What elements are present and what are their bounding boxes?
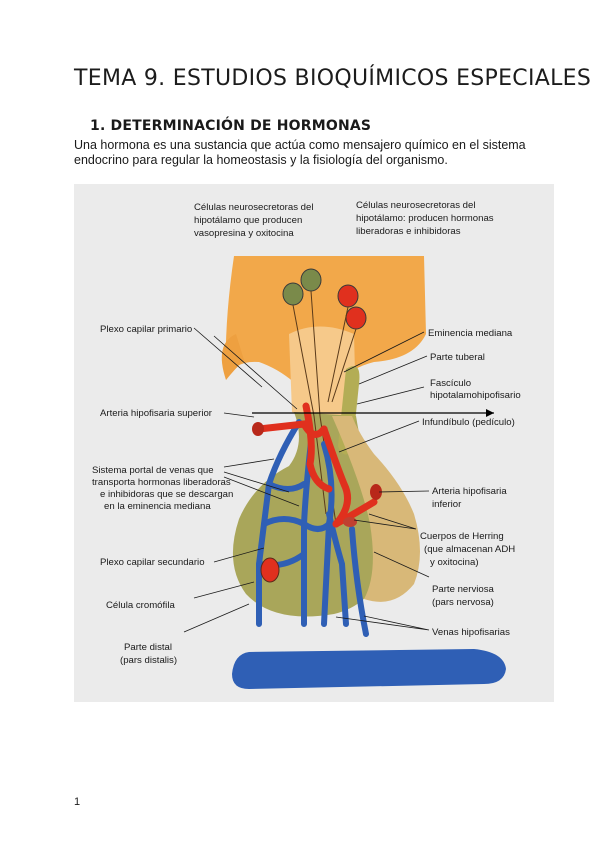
neuron-3: [337, 284, 359, 308]
label-arteria-inf-1: Arteria hipofisaria: [432, 486, 507, 497]
arrow-head: [486, 409, 494, 417]
label-arteria-inf-2: inferior: [432, 499, 462, 510]
label-herring-1: Cuerpos de Herring: [420, 531, 504, 542]
label-portal-1: Sistema portal de venas que: [92, 465, 214, 476]
neuron-2: [282, 282, 304, 306]
label-portal-2: transporta hormonas liberadoras: [92, 477, 231, 488]
section-heading: 1. DETERMINACIÓN DE HORMONAS: [90, 118, 372, 134]
label-distal-2: (pars distalis): [120, 655, 177, 666]
label-top-left-1: Células neurosecretoras del: [194, 202, 313, 213]
label-cromofila: Célula cromófila: [106, 600, 175, 611]
neuron-4: [345, 306, 367, 330]
label-portal-3: e inhibidoras que se descargan: [100, 489, 233, 500]
artery-inferior-end: [370, 484, 382, 500]
page-title: TEMA 9. ESTUDIOS BIOQUÍMICOS ESPECIALES: [74, 66, 592, 91]
paragraph-line-1: Una hormona es una sustancia que actúa c…: [74, 138, 526, 152]
label-herring-2: (que almacenan ADH: [424, 544, 515, 555]
label-plexo-secundario: Plexo capilar secundario: [100, 557, 205, 568]
axon-lines: [292, 290, 357, 525]
artery-superior-end: [252, 422, 264, 436]
label-arteria-sup: Arteria hipofisaria superior: [100, 408, 213, 419]
label-top-left-2: hipotálamo que producen: [194, 215, 302, 226]
hypophyseal-vein-main: [232, 649, 506, 689]
label-fasciculo-2: hipotalamohipofisario: [430, 390, 521, 401]
hypothalamus-left-lobe: [221, 334, 244, 380]
page-number: 1: [74, 796, 81, 808]
label-top-right-1: Células neurosecretoras del: [356, 200, 475, 211]
label-top-right-3: liberadoras e inhibidoras: [356, 226, 461, 237]
label-fasciculo-1: Fascículo: [430, 378, 471, 389]
chromophil-cell: [260, 557, 280, 583]
herring-bodies: [343, 517, 357, 527]
label-venas: Venas hipofisarias: [432, 627, 510, 638]
intro-paragraph: Una hormona es una sustancia que actúa c…: [74, 138, 534, 168]
label-herring-3: y oxitocina): [430, 557, 479, 568]
label-tuberal: Parte tuberal: [430, 352, 485, 363]
paragraph-line-2: endocrino para regular la homeostasis y …: [74, 153, 448, 167]
neuron-1: [300, 268, 322, 292]
pituitary-diagram: Células neurosecretoras del hipotálamo q…: [74, 184, 554, 702]
label-portal-4: en la eminencia mediana: [104, 501, 211, 512]
leader-lines: [183, 327, 430, 633]
arteries: [255, 402, 378, 528]
label-top-left-3: vasopresina y oxitocina: [194, 228, 294, 239]
pituitary-svg: Células neurosecretoras del hipotálamo q…: [92, 200, 521, 689]
label-infundibulo: Infundíbulo (pedículo): [422, 417, 515, 428]
label-top-right-2: hipotálamo: producen hormonas: [356, 213, 494, 224]
label-nerviosa-1: Parte nerviosa: [432, 584, 495, 595]
posterior-lobe-shape: [332, 416, 420, 602]
label-eminencia: Eminencia mediana: [428, 328, 513, 339]
label-distal-1: Parte distal: [124, 642, 172, 653]
label-nerviosa-2: (pars nervosa): [432, 597, 494, 608]
label-plexo-primario: Plexo capilar primario: [100, 324, 192, 335]
